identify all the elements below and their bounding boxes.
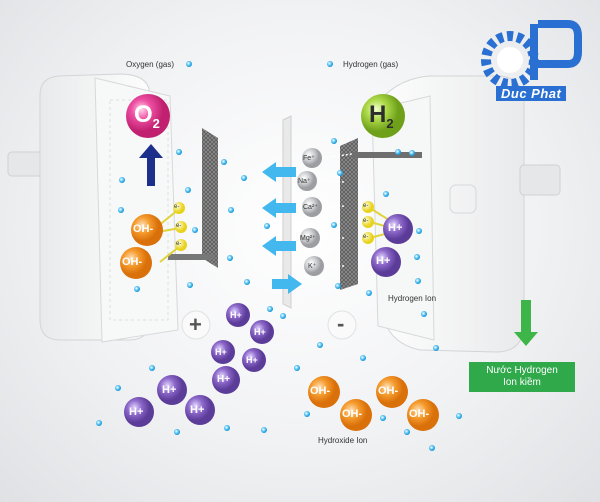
- left-mesh-electrode: [202, 128, 218, 268]
- plus-sign: +: [189, 312, 202, 337]
- hydrogen-gas-label: Hydrogen (gas): [343, 60, 399, 69]
- electron-label: e-: [363, 234, 369, 240]
- minus-sign-circle: [327, 310, 357, 340]
- hydrogen-molecule-ball: [361, 94, 405, 138]
- callout-line-2: Ion kiềm: [503, 377, 541, 388]
- oh-label: OH-: [409, 408, 430, 420]
- hplus-label: H+: [129, 406, 144, 418]
- hplus-label: H+: [388, 222, 403, 234]
- oxygen-molecule-ball: [126, 94, 170, 138]
- hplus-label: H+: [254, 327, 266, 337]
- hplus-label: H+: [217, 374, 231, 385]
- hydrogen-ion-balls: [124, 214, 413, 427]
- hydroxide-ion-label: Hydroxide Ion: [318, 436, 368, 445]
- oh-label: OH-: [378, 385, 399, 397]
- oh-label: OH-: [342, 408, 363, 420]
- oxygen-rise-arrow: [139, 144, 163, 186]
- oxygen-gas-label: Oxygen (gas): [126, 60, 175, 69]
- hplus-label: H+: [246, 355, 258, 365]
- metal-ion-mg: Mg²⁺: [300, 235, 316, 242]
- left-electrolysis-chamber: [7, 73, 179, 343]
- electron-label: e-: [176, 223, 182, 229]
- oh-label: OH-: [310, 385, 331, 397]
- oh-label: OH-: [133, 223, 154, 235]
- metal-ion-ca: Ca²⁺: [303, 204, 318, 211]
- electron-label: e-: [363, 218, 369, 224]
- water-bubbles: [96, 61, 462, 451]
- hplus-label: H+: [215, 347, 227, 357]
- callout-line-1: Nước Hydrogen: [486, 365, 558, 376]
- electron-label: e-: [174, 204, 180, 210]
- ion-flow-arrows: [262, 162, 302, 294]
- output-down-arrow: [514, 300, 538, 346]
- hydroxide-ion-balls: [120, 214, 439, 431]
- minus-sign: -: [337, 311, 345, 336]
- oh-label: OH-: [122, 256, 143, 268]
- alkaline-hydrogen-water-callout: Nước Hydrogen Ion kiềm: [469, 362, 575, 392]
- hplus-label: H+: [190, 404, 205, 416]
- electron-label: e-: [363, 203, 369, 209]
- hplus-label: H+: [376, 255, 391, 267]
- left-electrode-rod: [168, 254, 214, 260]
- hplus-label: H+: [230, 310, 242, 320]
- right-electrode-rod: [352, 152, 422, 158]
- electron-label: e-: [176, 241, 182, 247]
- h2-sub: 2: [386, 116, 394, 131]
- metal-ion-balls: [297, 148, 324, 276]
- o2-formula: O2: [134, 101, 160, 131]
- o2-sub: 2: [152, 116, 160, 131]
- duc-phat-logo-text: Duc Phat: [496, 86, 567, 101]
- metal-ion-fe: Fe⁺: [303, 155, 315, 162]
- electron-balls: [173, 201, 374, 251]
- hplus-label: H+: [162, 384, 177, 396]
- duc-phat-logo-mark: [481, 20, 582, 89]
- hydrogen-ion-label: Hydrogen Ion: [388, 294, 437, 303]
- metal-ion-lines: [317, 153, 353, 267]
- o2-main: O: [134, 101, 153, 128]
- h2-main: H: [369, 101, 387, 128]
- metal-ion-na: Na⁺: [298, 178, 311, 185]
- metal-ion-k: K⁺: [308, 263, 317, 270]
- right-mesh-electrode: [340, 138, 358, 290]
- h2-formula: H2: [369, 101, 394, 131]
- plus-sign-circle: [181, 310, 211, 340]
